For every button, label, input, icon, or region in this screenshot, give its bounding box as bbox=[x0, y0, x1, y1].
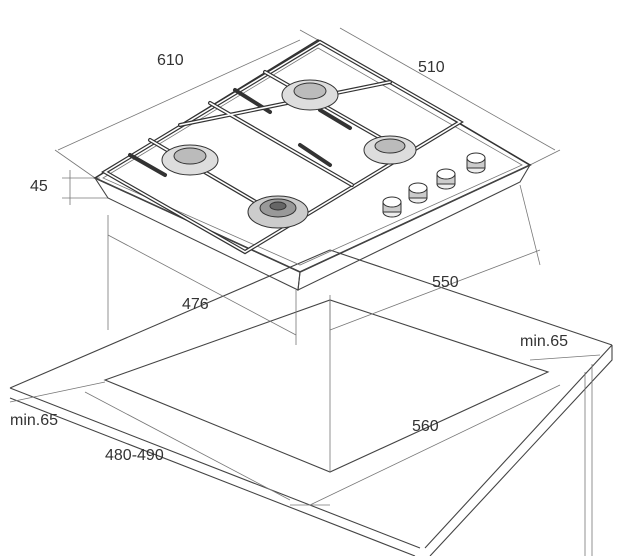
label-cutout-depth: 476 bbox=[182, 296, 209, 313]
label-cabinet-depth: 480-490 bbox=[105, 447, 164, 464]
label-hob-depth: 510 bbox=[418, 59, 445, 76]
burners bbox=[161, 79, 417, 229]
cutout bbox=[103, 299, 550, 473]
burner-back-left bbox=[161, 144, 219, 176]
label-clearance-side: min.65 bbox=[10, 412, 59, 429]
knob-2 bbox=[408, 182, 428, 204]
knob-4 bbox=[466, 152, 486, 174]
label-clearance-back: min.65 bbox=[520, 333, 569, 350]
pan-supports bbox=[101, 39, 464, 255]
countertop bbox=[9, 249, 613, 556]
burner-back bbox=[281, 79, 339, 111]
hob bbox=[93, 39, 532, 291]
burner-right bbox=[363, 135, 417, 165]
control-knobs bbox=[382, 152, 486, 218]
label-cutout-width: 550 bbox=[432, 274, 459, 291]
knob-1 bbox=[382, 196, 402, 218]
label-hob-height: 45 bbox=[30, 178, 48, 195]
knob-3 bbox=[436, 168, 456, 190]
label-cabinet-width: 560 bbox=[412, 418, 439, 435]
burner-wok bbox=[247, 195, 309, 229]
label-hob-width: 610 bbox=[157, 52, 184, 69]
